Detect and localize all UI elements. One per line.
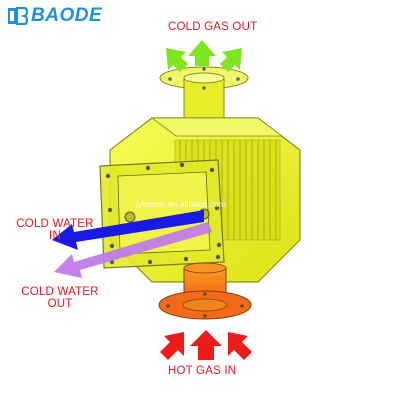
cold-gas-out-arrows xyxy=(166,40,242,72)
arrow-up-right-icon xyxy=(160,332,184,360)
cold-water-out-arrow xyxy=(54,222,212,278)
cold-gas-out-label: COLD GAS OUT xyxy=(168,21,258,33)
water-arrows xyxy=(52,210,212,278)
brand-name: BAODE xyxy=(31,5,103,26)
watermark-text: jybaode.en.alibaba.com xyxy=(136,199,226,209)
hot-gas-in-label: HOT GAS IN xyxy=(168,365,237,377)
cold-water-in-arrow xyxy=(52,210,204,250)
baode-logo-icon xyxy=(8,7,28,25)
arrow-up-icon xyxy=(190,330,222,360)
arrow-up-left-icon xyxy=(166,48,188,72)
top-outlet-duct xyxy=(159,66,249,121)
brand-logo: BAODE xyxy=(6,5,102,27)
cold-water-in-label: COLD WATER IN xyxy=(16,218,94,242)
arrow-up-right-icon xyxy=(220,48,242,72)
arrow-up-icon xyxy=(188,40,216,66)
hot-gas-in-arrows xyxy=(160,330,252,360)
bottom-inlet-duct xyxy=(158,262,252,320)
cold-water-out-label: COLD WATER OUT xyxy=(21,286,99,310)
arrow-up-left-icon xyxy=(228,332,252,360)
